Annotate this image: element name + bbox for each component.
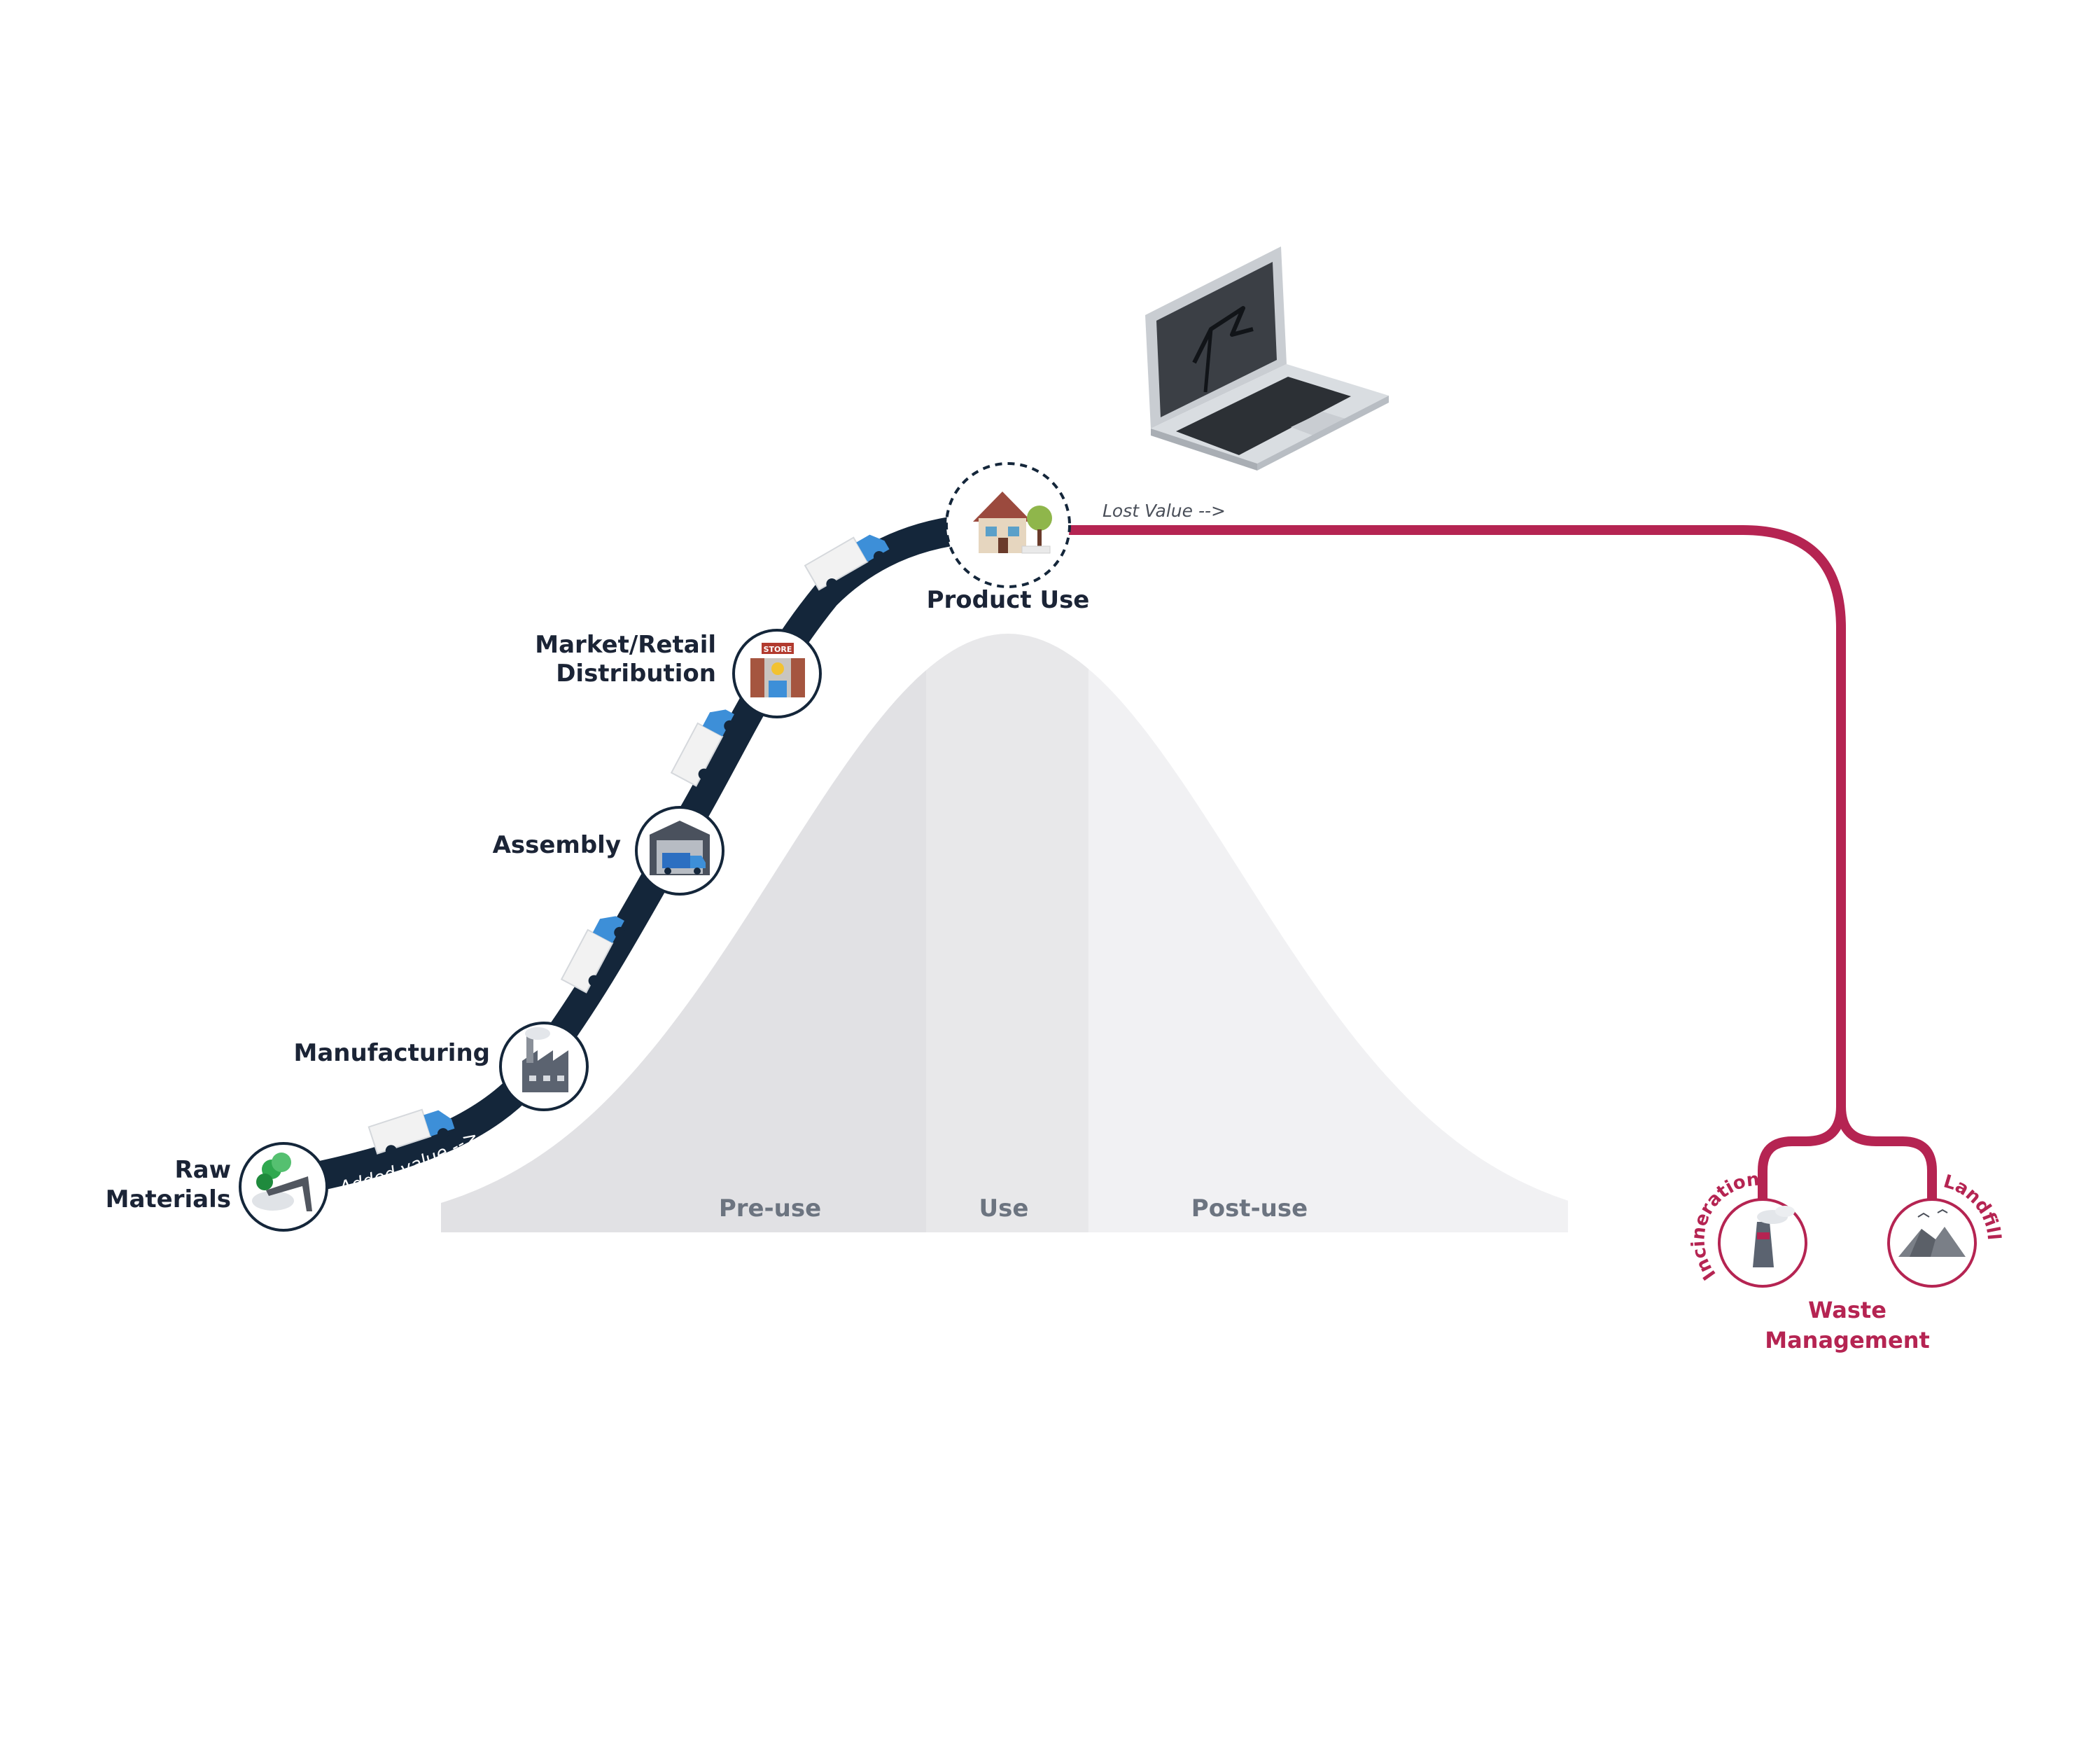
product-use-label: Product Use <box>927 586 1090 614</box>
warehouse-icon <box>650 821 710 875</box>
house-icon <box>973 492 1052 554</box>
manufacturing-node <box>499 1022 589 1111</box>
manufacturing-label: Manufacturing <box>294 1039 491 1067</box>
market-retail-label-2: Distribution <box>556 660 716 688</box>
waste-management-title-1: Waste <box>1808 1297 1886 1323</box>
pre-use-label: Pre-use <box>719 1195 821 1223</box>
store-icon: STORE <box>750 643 805 697</box>
truck-icon <box>560 916 626 994</box>
truck-icon <box>368 1108 455 1157</box>
factory-icon <box>522 1027 568 1092</box>
truck-icon <box>804 534 890 591</box>
landfill-branch <box>1836 1106 1937 1199</box>
post-use-zone <box>1088 634 1568 1232</box>
raw-materials-label-1: Raw <box>174 1156 231 1184</box>
market-retail-node: STORE <box>732 629 822 718</box>
truck-icon <box>670 709 736 787</box>
post-use-label: Post-use <box>1191 1195 1308 1223</box>
bell-curve <box>441 634 1568 1232</box>
raw-materials-node <box>239 1142 328 1232</box>
product-use-node <box>945 462 1071 588</box>
use-label: Use <box>979 1195 1029 1223</box>
lost-value-label: Lost Value --> <box>1102 501 1226 521</box>
raw-materials-label-2: Materials <box>106 1185 231 1213</box>
use-zone <box>926 634 1088 1232</box>
waste-management-title-2: Management <box>1765 1327 1930 1353</box>
tree-icon <box>252 1153 312 1211</box>
assembly-node <box>635 806 724 896</box>
smokestack-icon <box>1753 1206 1795 1267</box>
landfill-node <box>1887 1198 1977 1288</box>
landfill-icon <box>1898 1209 1966 1257</box>
assembly-label: Assembly <box>493 831 621 859</box>
market-retail-label-1: Market/Retail <box>535 631 716 659</box>
store-sign-text: STORE <box>764 645 792 654</box>
broken-laptop-icon <box>1145 246 1389 471</box>
incineration-node <box>1718 1198 1807 1288</box>
